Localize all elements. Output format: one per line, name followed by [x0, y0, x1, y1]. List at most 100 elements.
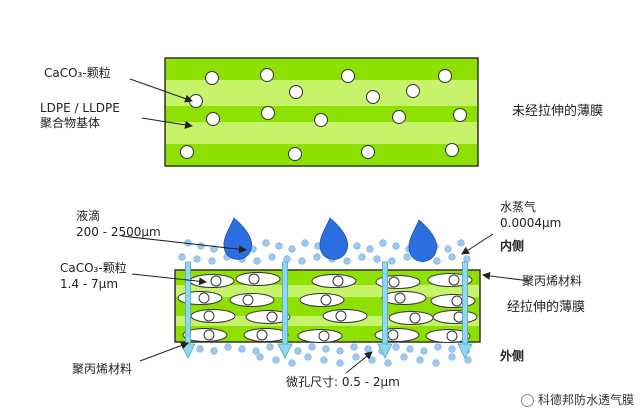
- water-droplet: [320, 218, 348, 259]
- vapor-dot: [289, 246, 296, 253]
- inside-label: 内侧: [500, 239, 524, 254]
- water-droplet: [409, 220, 437, 261]
- particle-core: [199, 293, 209, 303]
- vapor-dot: [445, 246, 452, 253]
- particle-core: [204, 311, 214, 321]
- top-particle-label: CaCO₃-颗粒: [44, 66, 111, 81]
- vapor-dot: [337, 360, 344, 367]
- vapor-size: 0.0004µm: [500, 216, 561, 231]
- vapor-dot: [417, 357, 424, 364]
- vapor-dot: [239, 346, 246, 353]
- vapor-dot: [374, 256, 381, 263]
- vapor-label: 水蒸气: [500, 200, 536, 215]
- vapor-dot: [365, 346, 372, 353]
- vapor-dot: [225, 344, 232, 351]
- calcium-particle: [367, 91, 380, 104]
- vapor-dot: [354, 243, 361, 250]
- calcium-particle: [407, 85, 420, 98]
- vapor-dot: [254, 258, 261, 265]
- vapor-dot: [309, 344, 316, 351]
- vapor-dot: [197, 346, 204, 353]
- vapor-dot: [385, 360, 392, 367]
- vapor-dot: [393, 344, 400, 351]
- vapor-dot: [302, 240, 309, 247]
- vapor-dot: [295, 348, 302, 355]
- particle-core: [204, 330, 214, 340]
- vapor-dot: [289, 360, 296, 367]
- droplet-size: 200 - 2500µm: [76, 225, 161, 240]
- calcium-particle: [207, 113, 220, 126]
- water-droplet: [224, 218, 252, 259]
- pore-channel: [383, 262, 388, 344]
- vapor-dot: [194, 256, 201, 263]
- particle-core: [389, 277, 399, 287]
- vapor-dot: [198, 243, 205, 250]
- vapor-dot: [359, 254, 366, 261]
- vapor-dot: [401, 354, 408, 361]
- vapor-dot: [421, 348, 428, 355]
- vapor-dot: [253, 348, 260, 355]
- vapor-dot: [305, 354, 312, 361]
- calcium-particle: [290, 86, 303, 99]
- top-matrix-sublabel: 聚合物基体: [40, 116, 100, 131]
- vapor-dot: [269, 254, 276, 261]
- pore-channel: [186, 262, 191, 344]
- vapor-dot: [465, 357, 472, 364]
- vapor-dot: [393, 243, 400, 250]
- vapor-dot: [209, 258, 216, 265]
- pore-channel: [463, 262, 468, 344]
- arrow-head: [278, 344, 292, 358]
- vapor-dot: [284, 256, 291, 263]
- vapor-dot: [404, 254, 411, 261]
- vapor-dot: [434, 258, 441, 265]
- particle-core: [321, 295, 331, 305]
- particle-core: [447, 331, 457, 341]
- calcium-particle: [261, 69, 274, 82]
- vapor-dot: [267, 344, 274, 351]
- vapor-dot: [321, 357, 328, 364]
- calcium-particle: [342, 70, 355, 83]
- droplet-label: 液滴: [76, 209, 100, 224]
- particle-core: [319, 331, 329, 341]
- particle-core: [388, 330, 398, 340]
- pore-channel: [283, 262, 288, 344]
- vapor-dot: [435, 344, 442, 351]
- particle-core: [395, 293, 405, 303]
- vapor-dot: [464, 256, 471, 263]
- vapor-dot: [380, 240, 387, 247]
- particle-core: [257, 330, 267, 340]
- vapor-dot: [263, 240, 270, 247]
- vapor-dot: [351, 344, 358, 351]
- outside-label: 外侧: [500, 349, 524, 364]
- arrow-head: [458, 344, 472, 358]
- calcium-particle: [262, 107, 275, 120]
- pore-size-label: 微孔尺寸: 0.5 - 2µm: [286, 375, 400, 390]
- particle-core: [249, 274, 259, 284]
- bottom-particle-size: 1.4 - 7µm: [60, 277, 118, 292]
- particle-core: [410, 313, 420, 323]
- vapor-dot: [337, 348, 344, 355]
- vapor-dot: [449, 354, 456, 361]
- wechat-icon: [521, 394, 534, 407]
- vapor-dot: [299, 258, 306, 265]
- vapor-dot: [179, 254, 186, 261]
- bottom-particle-label: CaCO₃-颗粒: [60, 261, 127, 276]
- vapor-dot: [314, 254, 321, 261]
- material-pointer-bottom: [140, 343, 188, 361]
- calcium-particle: [446, 144, 459, 157]
- vapor-pointer: [462, 234, 493, 254]
- unstretched-film-label: 未经拉伸的薄膜: [512, 104, 603, 119]
- vapor-dot: [257, 354, 264, 361]
- vapor-dot: [407, 346, 414, 353]
- calcium-particle: [454, 109, 467, 122]
- vapor-dot: [389, 258, 396, 265]
- particle-core: [267, 312, 277, 322]
- watermark: 科德邦防水透气膜: [521, 391, 634, 408]
- particle-core: [243, 295, 253, 305]
- calcium-particle: [393, 111, 406, 124]
- vapor-dot: [353, 354, 360, 361]
- vapor-dot: [458, 240, 465, 247]
- watermark-text: 科德邦防水透气膜: [538, 393, 634, 407]
- vapor-dot: [211, 348, 218, 355]
